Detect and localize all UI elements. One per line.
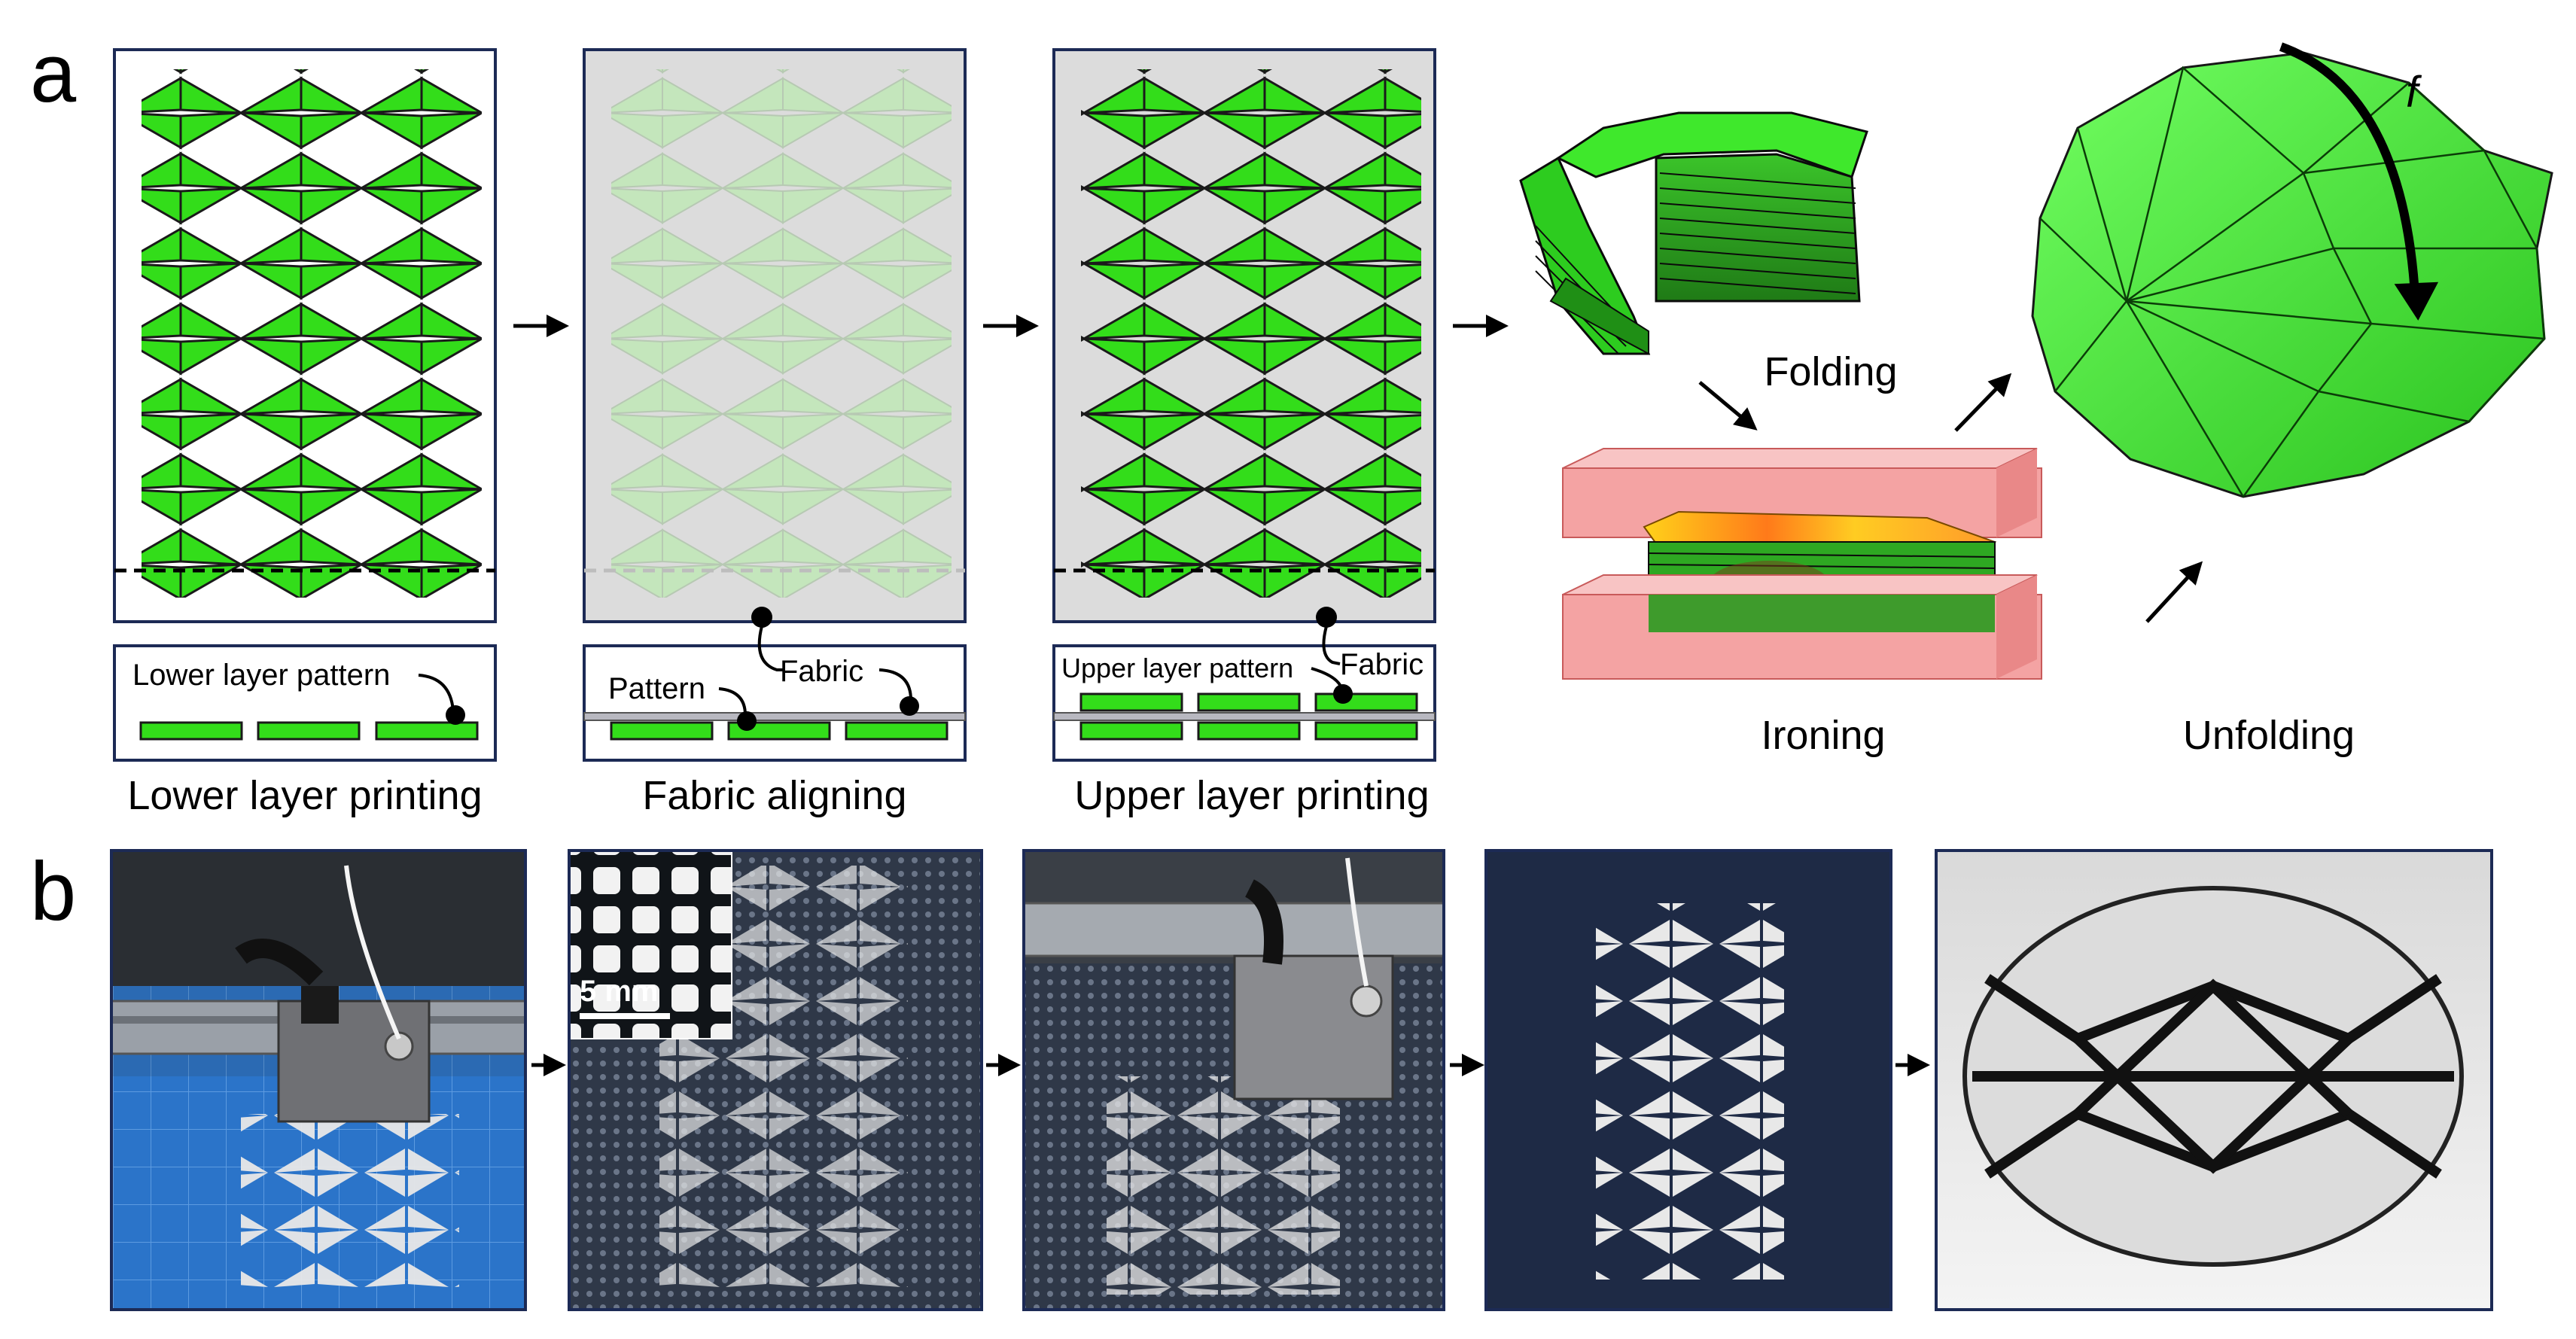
caption-lower-printing: Lower layer printing: [127, 773, 482, 818]
photo-upper-printing: [1022, 849, 1445, 1311]
lower-layer-pattern-label: Lower layer pattern: [132, 659, 390, 692]
upper-layer-pattern-label: Upper layer pattern: [1061, 653, 1293, 683]
caption-upper-printing: Upper layer printing: [1074, 773, 1429, 818]
arrow-to-ironing: [1698, 381, 1758, 431]
folding-illustration: [1519, 111, 1868, 355]
panel-a-letter: a: [30, 27, 77, 120]
fabric-aligning-sheet: [583, 48, 967, 623]
fabric-aligning-cross-section: Fabric Pattern: [583, 607, 967, 762]
caption-unfolding: Unfolding: [2183, 713, 2355, 758]
panel-b-letter: b: [30, 845, 76, 938]
arrow-unfolding-lower: [2145, 561, 2203, 623]
fabric-label-1: Fabric: [780, 655, 863, 688]
caption-fabric-aligning: Fabric aligning: [642, 773, 906, 818]
pattern-label: Pattern: [608, 672, 705, 705]
caption-ironing: Ironing: [1761, 713, 1885, 758]
upper-layer-sheet: [1052, 48, 1436, 623]
upper-layer-cross-section: Upper layer pattern Fabric: [1052, 607, 1436, 762]
fabric-label-2: Fabric: [1340, 648, 1423, 681]
photo-lower-printing: [110, 849, 527, 1311]
lower-layer-sheet: [113, 48, 497, 623]
photo-finished-sheet: [1484, 849, 1892, 1311]
unfolding-illustration: f: [2031, 42, 2553, 498]
arrow-to-unfolding: [1954, 373, 2012, 432]
ironing-illustration: [1562, 448, 2042, 680]
scale-bar-label: 5 mm: [580, 975, 659, 1008]
lower-layer-cross-section: Lower layer pattern: [113, 644, 497, 762]
photo-unfolded-origami: [1935, 849, 2493, 1311]
caption-folding: Folding: [1764, 349, 1897, 394]
photo-fabric-aligning: 5 mm: [568, 849, 983, 1311]
